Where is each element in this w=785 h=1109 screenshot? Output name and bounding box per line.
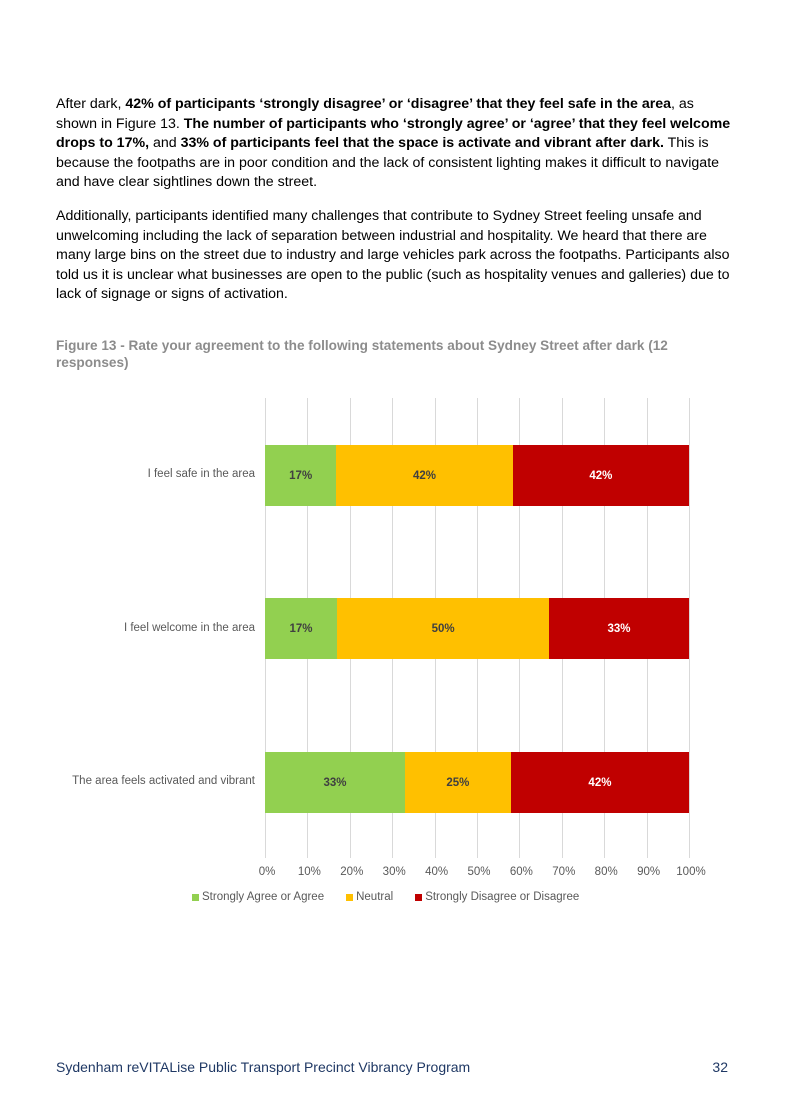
data-label: 42% (413, 469, 437, 482)
data-label: 25% (446, 776, 470, 789)
segment-agree: 33% (265, 752, 405, 813)
legend-item-disagree: Strongly Disagree or Disagree (415, 891, 579, 903)
segment-agree: 17% (265, 445, 337, 506)
bar-welcome: 17% 50% 33% (265, 598, 689, 659)
bold-text: The number of participants who ‘strongly… (56, 115, 731, 152)
legend-item-agree: Strongly Agree or Agree (192, 891, 324, 903)
bar-activated: 33% 25% 42% (265, 752, 689, 813)
segment-disagree: 33% (549, 598, 689, 659)
data-label: 17% (289, 469, 313, 482)
paragraph-after-dark-findings: After dark, 42% of participants ‘strongl… (56, 95, 736, 193)
bold-text: 33% of participants feel that the space … (180, 135, 664, 152)
text: , as shown in Figure 13. (56, 96, 694, 132)
page-number: 32 (712, 1059, 728, 1075)
segment-agree: 17% (265, 598, 338, 659)
segment-disagree: 42% (510, 752, 689, 813)
x-tick-label: 100% (676, 866, 706, 878)
data-label: 50% (431, 622, 455, 635)
x-tick-label: 60% (509, 866, 533, 878)
row-label-safe: I feel safe in the area (147, 468, 255, 480)
x-tick-label: 70% (552, 866, 576, 878)
x-tick-label: 90% (637, 866, 661, 878)
data-label: 42% (589, 469, 613, 482)
bold-text: 42% of participants ‘strongly disagree’ … (125, 96, 672, 112)
data-label: 42% (588, 776, 612, 789)
legend-swatch-green-icon (192, 893, 199, 901)
segment-neutral: 50% (337, 598, 550, 659)
x-tick-label: 50% (467, 866, 491, 878)
text: and (149, 135, 181, 152)
x-tick-label: 10% (297, 866, 321, 878)
x-tick-label: 0% (258, 866, 276, 878)
segment-disagree: 42% (512, 445, 689, 506)
legend-swatch-red-icon (415, 893, 423, 901)
x-tick-label: 20% (340, 866, 364, 878)
legend-item-neutral: Neutral (346, 891, 393, 903)
data-label: 33% (323, 776, 347, 789)
legend-label: Strongly Agree or Agree (202, 891, 325, 903)
legend-label: Strongly Disagree or Disagree (425, 891, 580, 903)
data-label: 33% (607, 622, 631, 635)
figure-caption: Figure 13 - Rate your agreement to the f… (56, 338, 668, 370)
row-label-welcome: I feel welcome in the area (123, 622, 255, 634)
x-tick-label: 30% (382, 866, 406, 878)
text: After dark, (56, 96, 126, 112)
bar-safe: 17% 42% 42% (265, 445, 689, 506)
footer-document-title: Sydenham reVITALise Public Transport Pre… (56, 1059, 471, 1075)
segment-neutral: 25% (404, 752, 511, 813)
chart-legend: Strongly Agree or Agree Neutral Strongly… (192, 891, 579, 903)
segment-neutral: 42% (336, 445, 513, 506)
gridline (689, 398, 690, 858)
x-tick-label: 80% (594, 866, 618, 878)
legend-swatch-yellow-icon (346, 893, 354, 901)
paragraph-challenges: Additionally, participants identified ma… (56, 208, 730, 303)
x-tick-label: 40% (425, 866, 449, 878)
page-footer: Sydenham reVITALise Public Transport Pre… (56, 1059, 728, 1075)
row-label-activated: The area feels activated and vibrant (72, 775, 255, 787)
text: This is because the footpaths are in poo… (56, 135, 720, 191)
data-label: 17% (289, 622, 313, 635)
legend-label: Neutral (356, 891, 394, 903)
